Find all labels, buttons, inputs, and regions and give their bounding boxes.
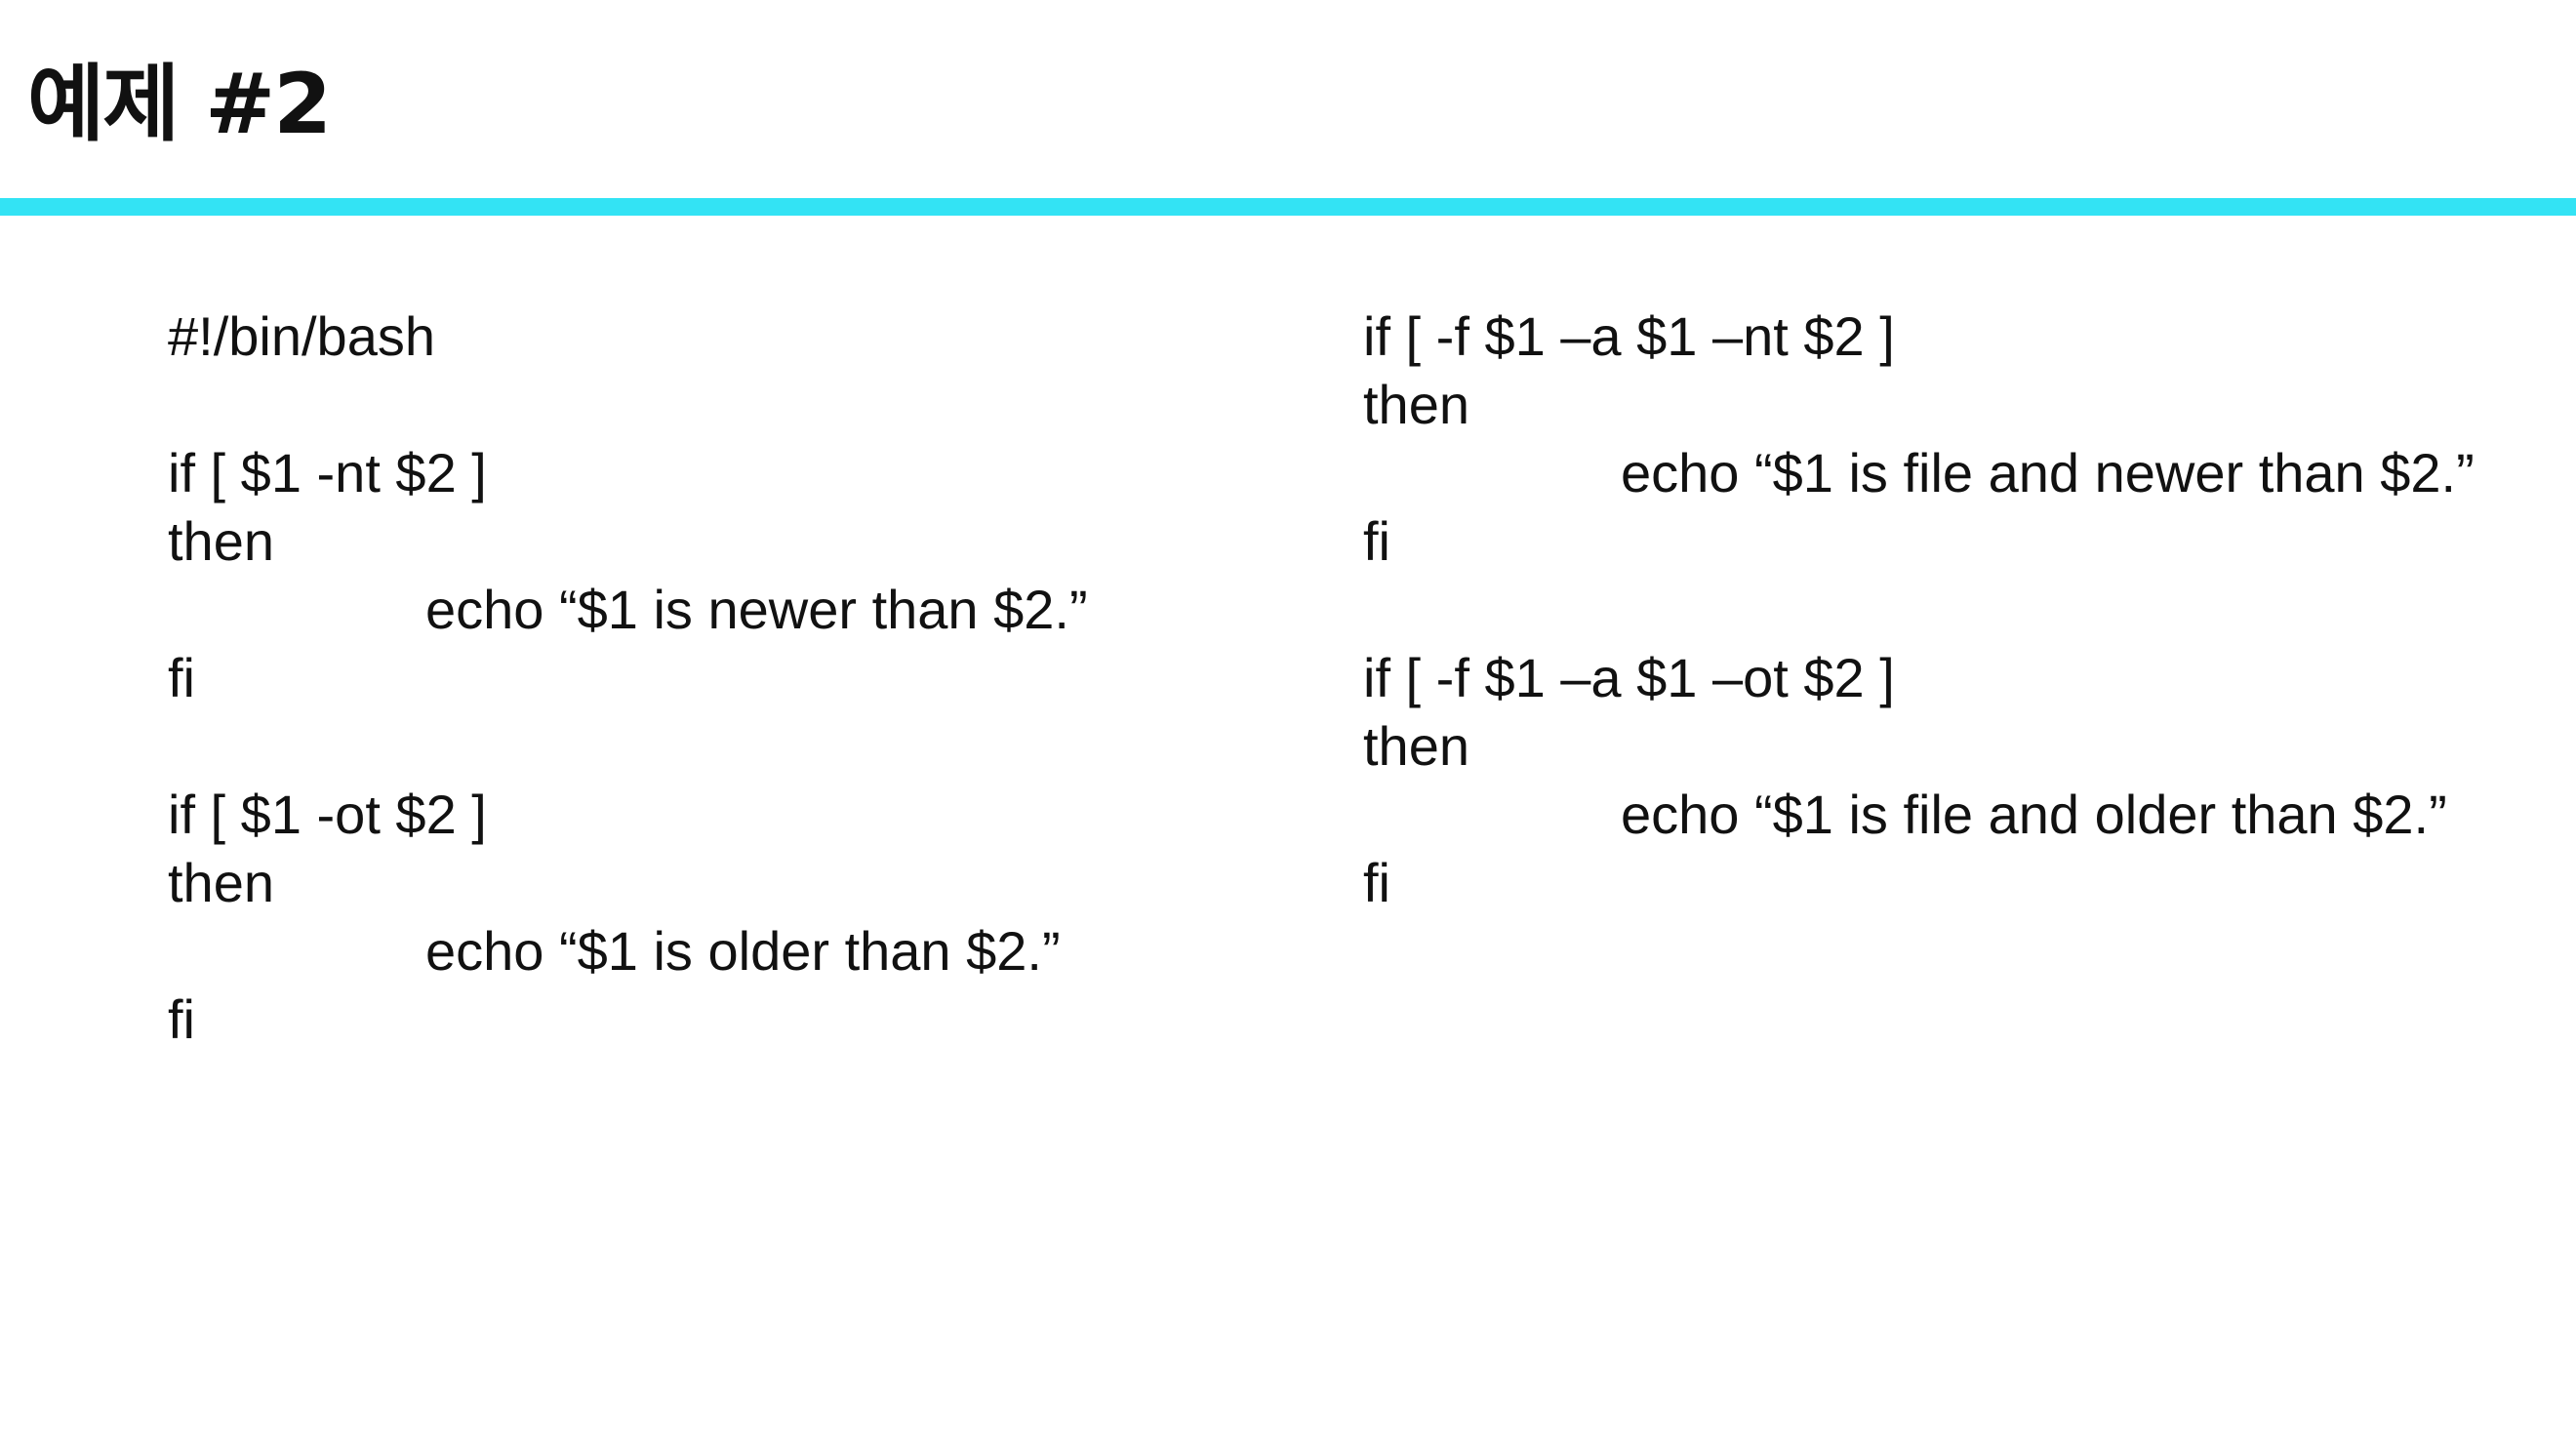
code-line-blank	[168, 712, 1339, 781]
code-line: if [ $1 -nt $2 ]	[168, 442, 487, 503]
code-line: fi	[1363, 510, 1390, 572]
code-line: then	[1363, 715, 1469, 777]
code-line: fi	[168, 647, 195, 708]
code-line: then	[168, 852, 274, 913]
code-line-blank	[168, 371, 1339, 439]
title-accent-bar	[0, 198, 2576, 216]
code-line: #!/bin/bash	[168, 305, 435, 367]
code-line: fi	[168, 988, 195, 1050]
code-line: fi	[1363, 852, 1390, 913]
code-line: then	[168, 510, 274, 572]
code-block-left: #!/bin/bash if [ $1 -nt $2 ] then echo “…	[168, 302, 1339, 1054]
code-line-indented: echo “$1 is file and newer than $2.”	[1621, 442, 2475, 503]
code-line: if [ $1 -ot $2 ]	[168, 784, 487, 845]
code-line: if [ -f $1 –a $1 –ot $2 ]	[1363, 647, 1895, 708]
code-line: if [ -f $1 –a $1 –nt $2 ]	[1363, 305, 1895, 367]
code-line-indented: echo “$1 is newer than $2.”	[425, 579, 1088, 640]
code-line-indented: echo “$1 is older than $2.”	[425, 920, 1061, 982]
code-line-indented: echo “$1 is file and older than $2.”	[1621, 784, 2447, 845]
slide-title: 예제 #2	[27, 56, 332, 153]
code-block-right: if [ -f $1 –a $1 –nt $2 ] then echo “$1 …	[1363, 302, 2563, 917]
code-line-blank	[1363, 576, 2563, 644]
code-line: then	[1363, 374, 1469, 435]
